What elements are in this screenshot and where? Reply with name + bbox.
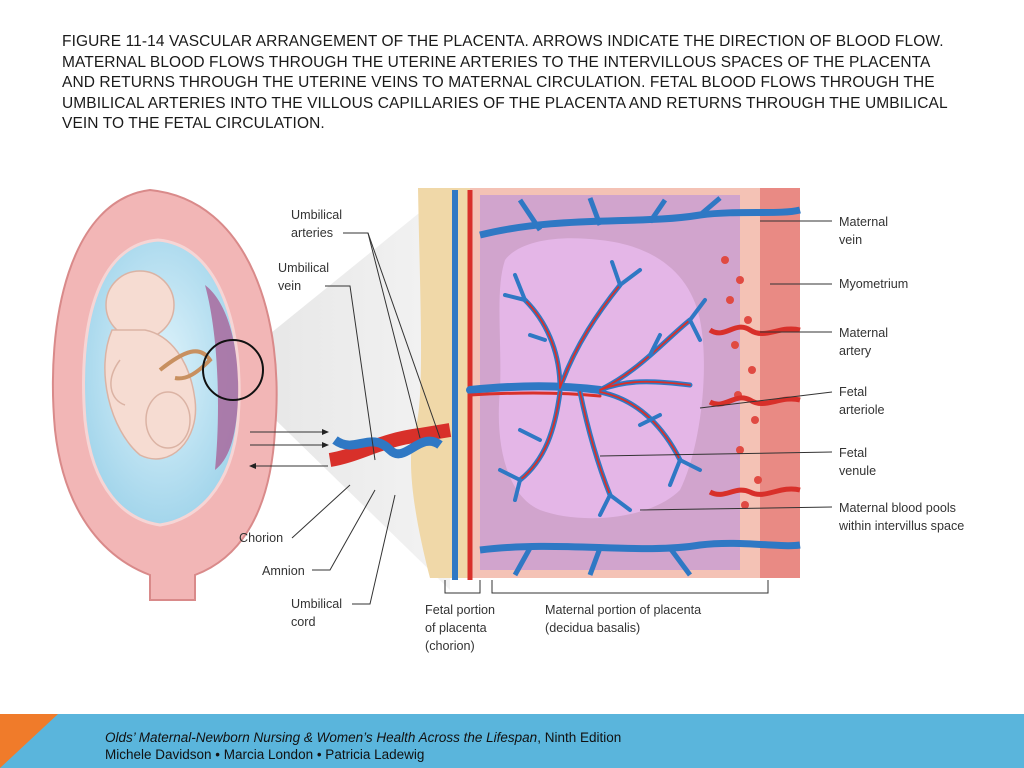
- uterus-illustration: [51, 188, 278, 601]
- footer-edition: , Ninth Edition: [537, 730, 622, 745]
- footer-accent-triangle: [0, 714, 58, 768]
- placenta-vascular-diagram: Umbilical arteries Umbilical vein Chorio…: [51, 188, 964, 653]
- label-fetal-portion: Fetal portion of placenta (chorion): [425, 603, 499, 653]
- label-myometrium: Myometrium: [839, 277, 908, 291]
- label-fetal-arteriole: Fetal arteriole: [839, 385, 885, 417]
- label-umbilical-vein: Umbilical vein: [278, 261, 333, 293]
- label-fetal-venule: Fetal venule: [839, 446, 876, 478]
- footer-citation: Olds’ Maternal-Newborn Nursing & Women’s…: [105, 729, 621, 763]
- footer-bar: Olds’ Maternal-Newborn Nursing & Women’s…: [0, 714, 1024, 768]
- label-amnion: Amnion: [262, 564, 305, 578]
- label-maternal-vein: Maternal vein: [839, 215, 892, 247]
- leader-lines: [291, 220, 833, 605]
- label-maternal-artery: Maternal artery: [839, 326, 892, 358]
- magnification-beam: [250, 188, 450, 590]
- label-chorion: Chorion: [239, 531, 283, 545]
- label-umbilical-arteries: Umbilical arteries: [291, 208, 346, 240]
- placenta-detail: [249, 188, 801, 580]
- villous-tree: [466, 260, 707, 517]
- label-umbilical-cord: Umbilical cord: [291, 597, 346, 629]
- zoom-circle: [202, 339, 264, 401]
- figure-caption: Figure 11-14 Vascular arrangement of the…: [62, 33, 948, 132]
- footer-authors: Michele Davidson • Marcia London • Patri…: [105, 747, 425, 762]
- labels: Umbilical arteries Umbilical vein Chorio…: [239, 208, 964, 653]
- label-maternal-blood-pools: Maternal blood pools within intervillus …: [838, 501, 964, 533]
- footer-book-title: Olds’ Maternal-Newborn Nursing & Women’s…: [105, 730, 538, 745]
- label-maternal-portion: Maternal portion of placenta (decidua ba…: [545, 603, 705, 635]
